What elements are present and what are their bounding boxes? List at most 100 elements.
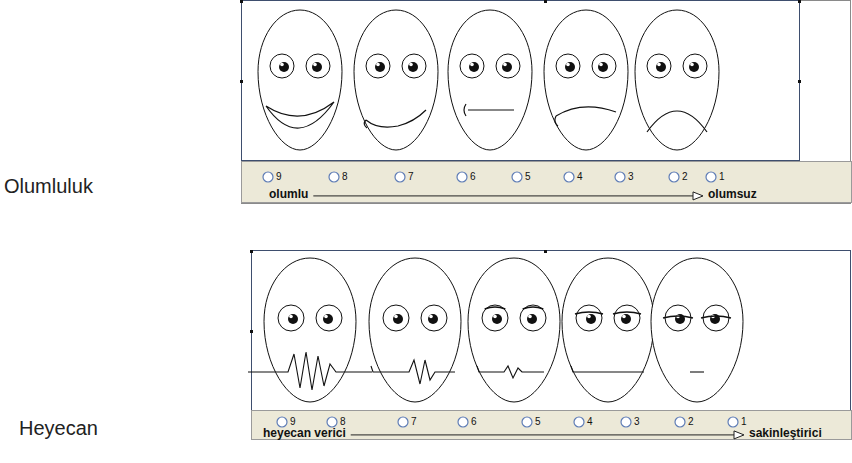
radio-button — [564, 172, 574, 182]
pupil-glint — [376, 63, 380, 67]
radio-button — [263, 172, 273, 182]
pupil — [375, 62, 385, 72]
pupil-glint — [289, 315, 293, 319]
pupil-glint — [470, 63, 474, 67]
valence-manikin — [258, 10, 342, 150]
scale-number: 4 — [587, 416, 593, 428]
mouth-line — [690, 371, 704, 372]
head-outline — [544, 10, 628, 150]
valence-manikin — [448, 10, 532, 150]
mouth-line — [366, 110, 426, 127]
scale-arrow-head — [734, 431, 744, 439]
pupil — [656, 62, 666, 72]
eye — [402, 54, 426, 78]
pupil — [586, 314, 596, 324]
eye — [614, 305, 640, 331]
radio-button — [398, 417, 408, 427]
eye — [683, 54, 707, 78]
eye — [270, 54, 294, 78]
radio-button — [458, 417, 468, 427]
scale-number: 5 — [525, 171, 531, 183]
mouth-line — [556, 107, 616, 116]
mouth-line — [647, 111, 707, 132]
mouth — [464, 104, 514, 116]
mouth-line — [371, 366, 377, 372]
selection-handle — [798, 80, 801, 83]
eye — [306, 54, 330, 78]
eye — [366, 54, 390, 78]
radio-button — [395, 172, 405, 182]
radio-button — [329, 172, 339, 182]
eye — [421, 305, 447, 331]
pupil-glint — [587, 315, 591, 319]
eyelid — [485, 307, 506, 309]
pupil-glint — [690, 63, 694, 67]
scale-title: Olumluluk — [4, 174, 93, 198]
scale-number: 4 — [577, 171, 583, 183]
scale-number: 9 — [276, 171, 282, 183]
arousal-manikin — [651, 258, 743, 402]
pupil-glint — [280, 63, 284, 67]
pupil-glint — [409, 63, 413, 67]
pupil — [527, 314, 537, 324]
mouth-line — [468, 109, 514, 110]
mouth-line — [464, 104, 466, 116]
mouth — [477, 366, 544, 378]
eyelid — [613, 312, 641, 314]
valence-manikin — [635, 10, 719, 150]
mouth-line — [576, 371, 644, 372]
radio-button — [669, 172, 679, 182]
arousal-manikin — [562, 258, 654, 402]
scale-anchor: olumlu — [269, 187, 308, 201]
eyelid — [701, 316, 731, 318]
mouth-line — [477, 366, 482, 372]
scale-number: 7 — [411, 416, 417, 428]
mouth — [266, 102, 334, 128]
mouth-line — [571, 366, 576, 372]
pupil-glint — [599, 63, 603, 67]
scale-anchor: sakinleştirici — [749, 426, 822, 440]
eye — [316, 305, 342, 331]
pupil — [502, 62, 512, 72]
radio-button — [457, 172, 467, 182]
pupil-glint — [429, 315, 433, 319]
pupil-glint — [313, 63, 317, 67]
mouth — [571, 366, 644, 372]
selection-handle — [240, 0, 243, 3]
pupil-glint — [622, 315, 626, 319]
pupil — [469, 62, 479, 72]
head-outline — [651, 258, 743, 402]
eye — [592, 54, 616, 78]
rating-bar: 987654321heyecan vericisakinleştirici — [251, 410, 852, 440]
pupil — [565, 62, 575, 72]
valence-manikin — [354, 10, 438, 150]
eye — [647, 54, 671, 78]
mouth — [647, 111, 707, 132]
selection-handle — [250, 250, 253, 253]
head-outline — [369, 258, 461, 402]
head-outline — [258, 10, 342, 150]
rating-bar: 987654321olumluolumsuz — [241, 161, 852, 203]
scale-number: 6 — [470, 171, 476, 183]
radio-button — [621, 417, 631, 427]
pupil — [393, 314, 403, 324]
face-frame — [242, 1, 800, 161]
radio-scale — [242, 162, 852, 204]
head-outline — [448, 10, 532, 150]
eye — [703, 305, 729, 331]
head-outline — [562, 258, 654, 402]
scale-arrow-head — [693, 192, 703, 200]
mouth-line — [377, 360, 455, 384]
valence-manikin — [544, 10, 628, 150]
eyelid — [663, 316, 693, 318]
scale-number: 3 — [634, 416, 640, 428]
eye — [278, 305, 304, 331]
pupil — [323, 314, 333, 324]
face-frame — [252, 251, 851, 411]
pupil-glint — [324, 315, 328, 319]
pupil-glint — [394, 315, 398, 319]
scale-anchor: olumsuz — [708, 187, 757, 201]
pupil — [598, 62, 608, 72]
